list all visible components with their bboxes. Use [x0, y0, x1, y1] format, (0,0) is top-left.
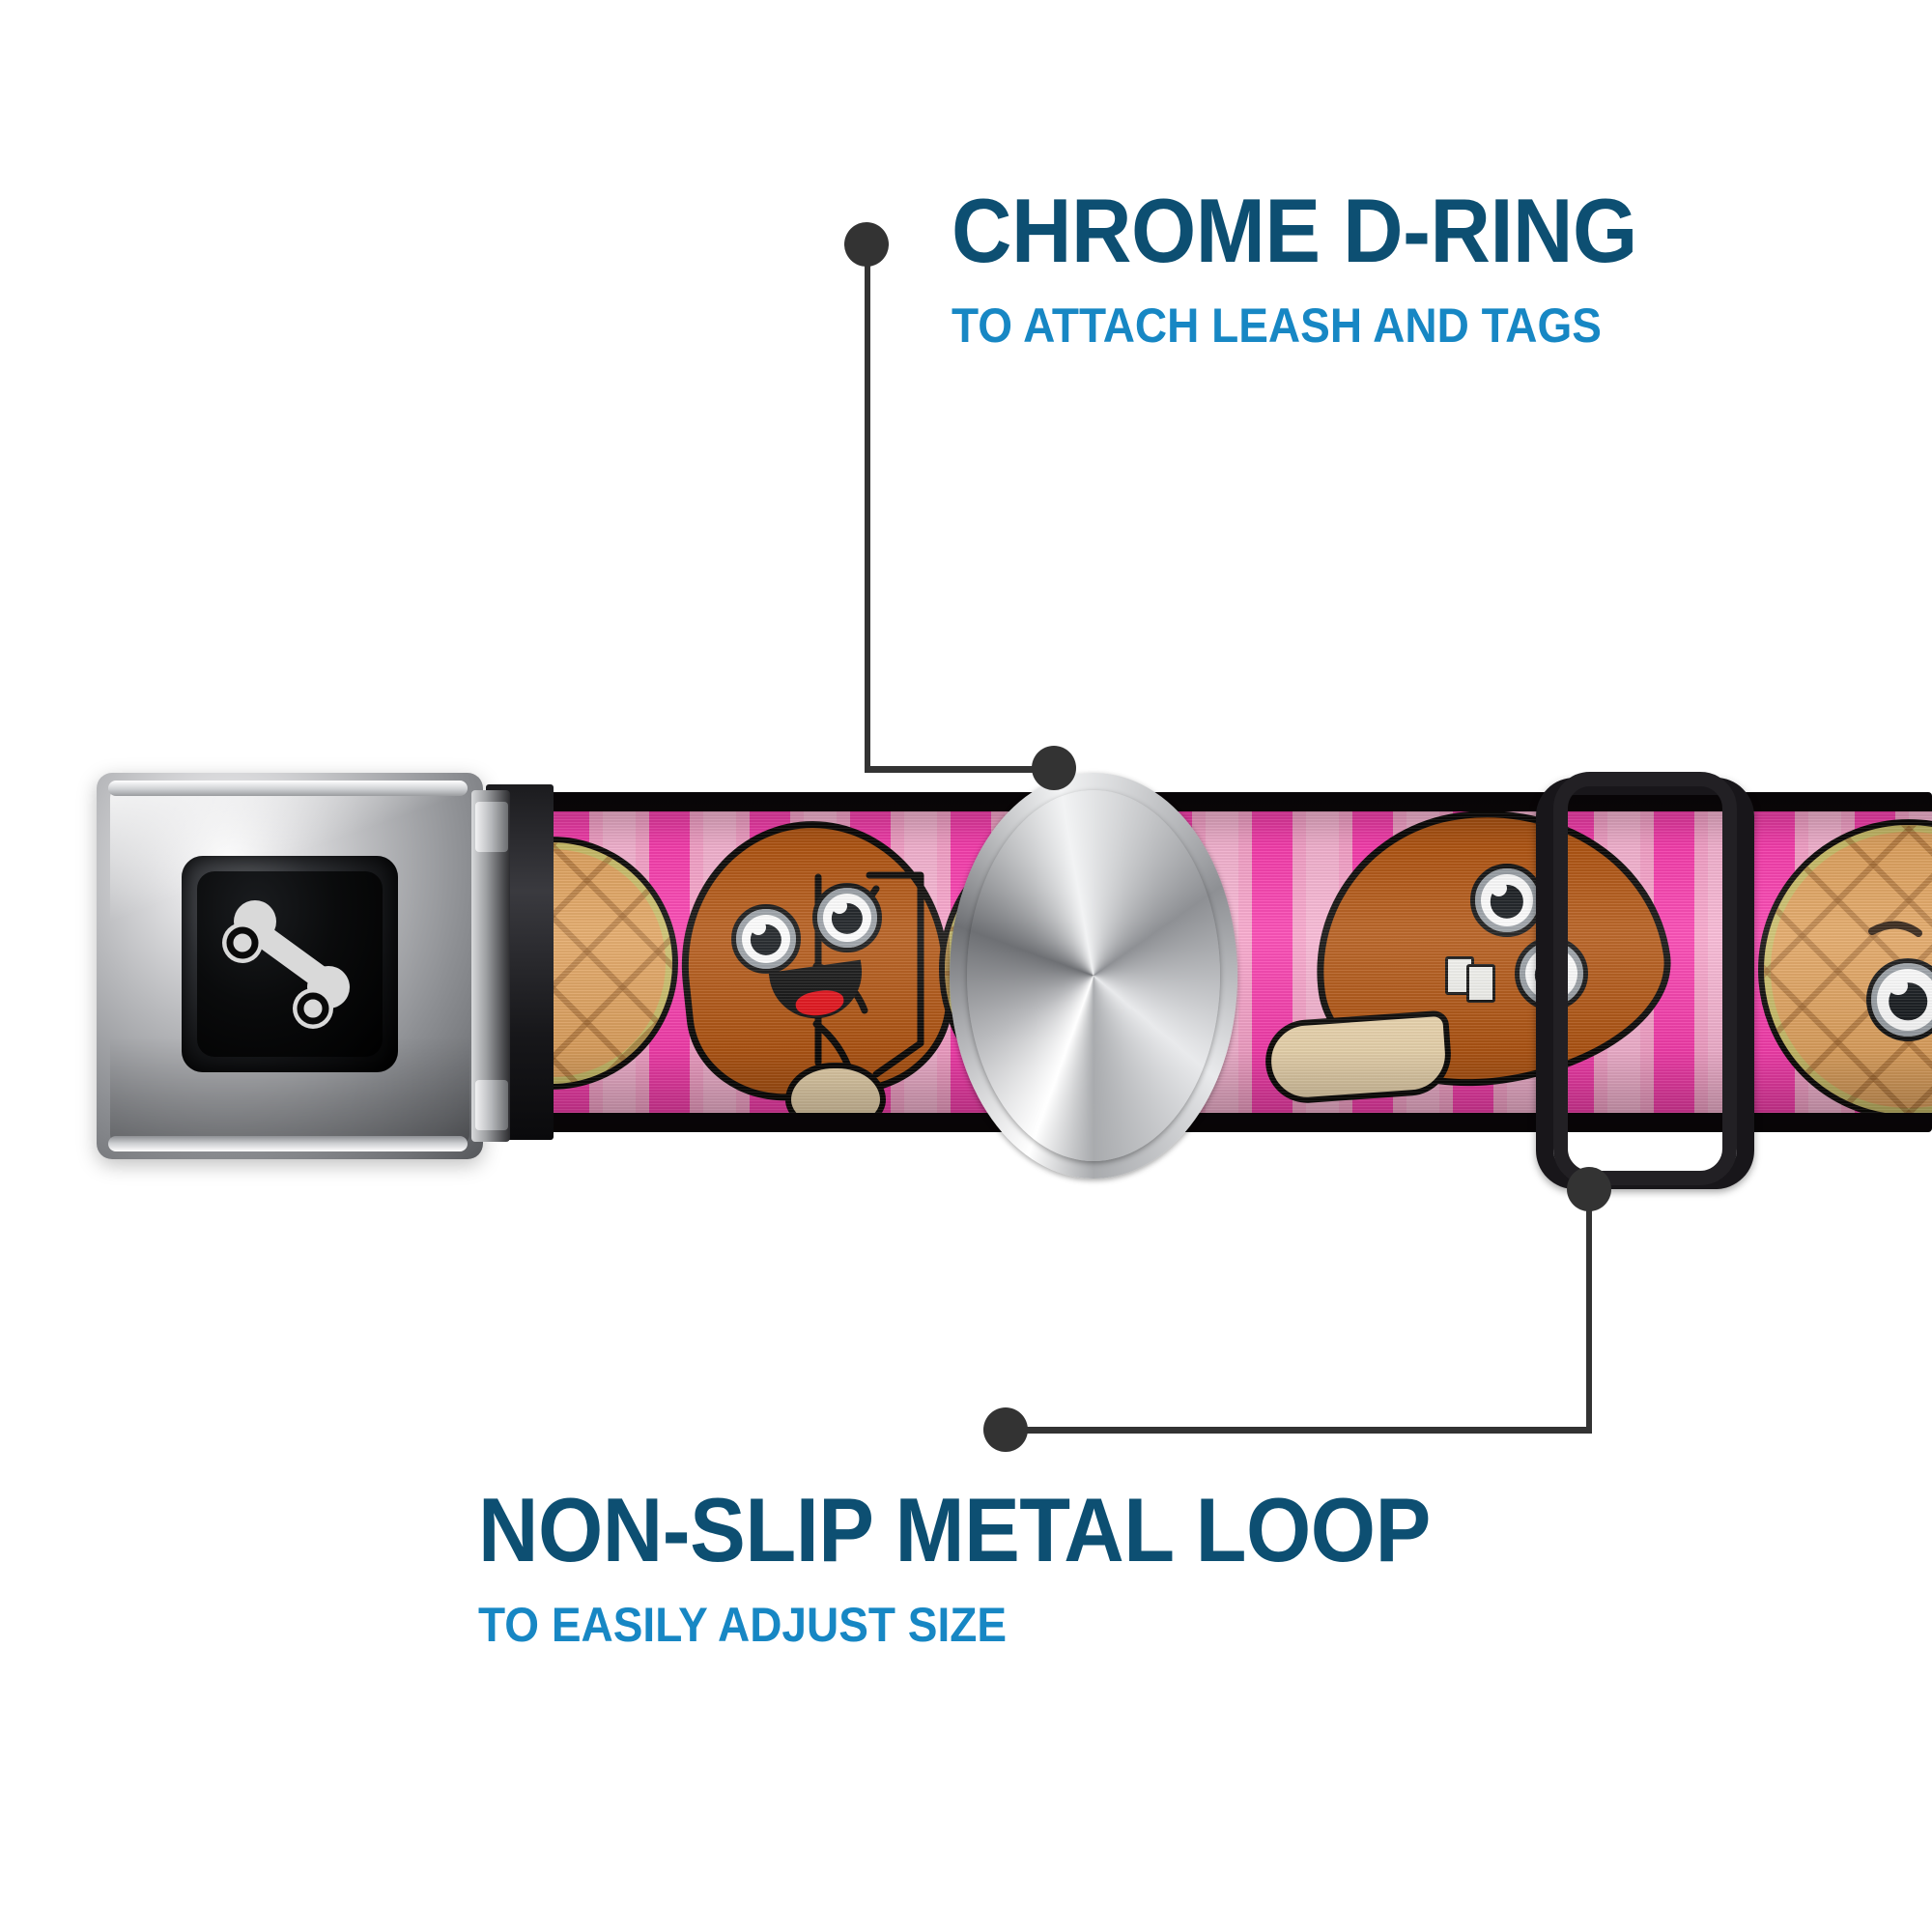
dog-bone-icon — [222, 900, 350, 1029]
callout-title: NON-SLIP METAL LOOP — [478, 1479, 1431, 1580]
leader-dot-d-ring-target — [1032, 746, 1076, 790]
eye-glint — [831, 898, 847, 915]
callout-subtitle: TO ATTACH LEASH AND TAGS — [952, 298, 1602, 353]
eye-glint — [750, 920, 766, 936]
waffle-brow-line — [1868, 921, 1922, 937]
waffle-eye-left — [1866, 958, 1932, 1041]
buckle-rim-top — [108, 781, 468, 796]
drumstick-eye-left — [1470, 864, 1544, 937]
callout-subtitle: TO EASILY ADJUST SIZE — [478, 1598, 1008, 1652]
drumstick-bone-end — [1263, 1009, 1454, 1106]
leader-line-loop-vertical — [1586, 1186, 1592, 1430]
chrome-d-ring[interactable] — [942, 763, 1232, 1169]
drumstick-eye-right — [812, 883, 882, 952]
metal-loop-frame-inner — [1553, 772, 1737, 1185]
drumstick-eye-left — [731, 904, 801, 974]
leader-line-d-ring-horizontal — [865, 766, 1058, 773]
drumstick-bone-end — [785, 1063, 886, 1113]
leader-dot-loop-label — [983, 1407, 1028, 1452]
leader-dot-d-ring-top — [844, 222, 889, 267]
eye-glint — [1889, 976, 1908, 996]
non-slip-metal-loop[interactable] — [1536, 772, 1754, 1189]
callout-title: CHROME D-RING — [952, 180, 1637, 281]
drumstick-character — [667, 811, 980, 1113]
buckle-latch-notch — [475, 1080, 508, 1130]
buckle-rim-bottom — [108, 1136, 468, 1151]
callout-non-slip-metal-loop: NON-SLIP METAL LOOP TO EASILY ADJUST SIZ… — [478, 1479, 1514, 1652]
leader-line-loop-horizontal — [1005, 1427, 1592, 1434]
eye-glint — [1490, 879, 1507, 897]
drumstick-tooth-2 — [1466, 964, 1495, 1003]
buckle-latch-notch — [475, 802, 508, 852]
leader-line-d-ring-vertical — [865, 243, 870, 770]
leader-dot-loop-target — [1567, 1167, 1611, 1211]
d-ring-inner — [967, 790, 1220, 1161]
callout-chrome-d-ring: CHROME D-RING TO ATTACH LEASH AND TAGS — [952, 180, 1697, 353]
waffle-character — [1758, 819, 1932, 1113]
buckle-release-button[interactable] — [197, 871, 383, 1057]
seatbelt-buckle[interactable] — [97, 773, 512, 1159]
